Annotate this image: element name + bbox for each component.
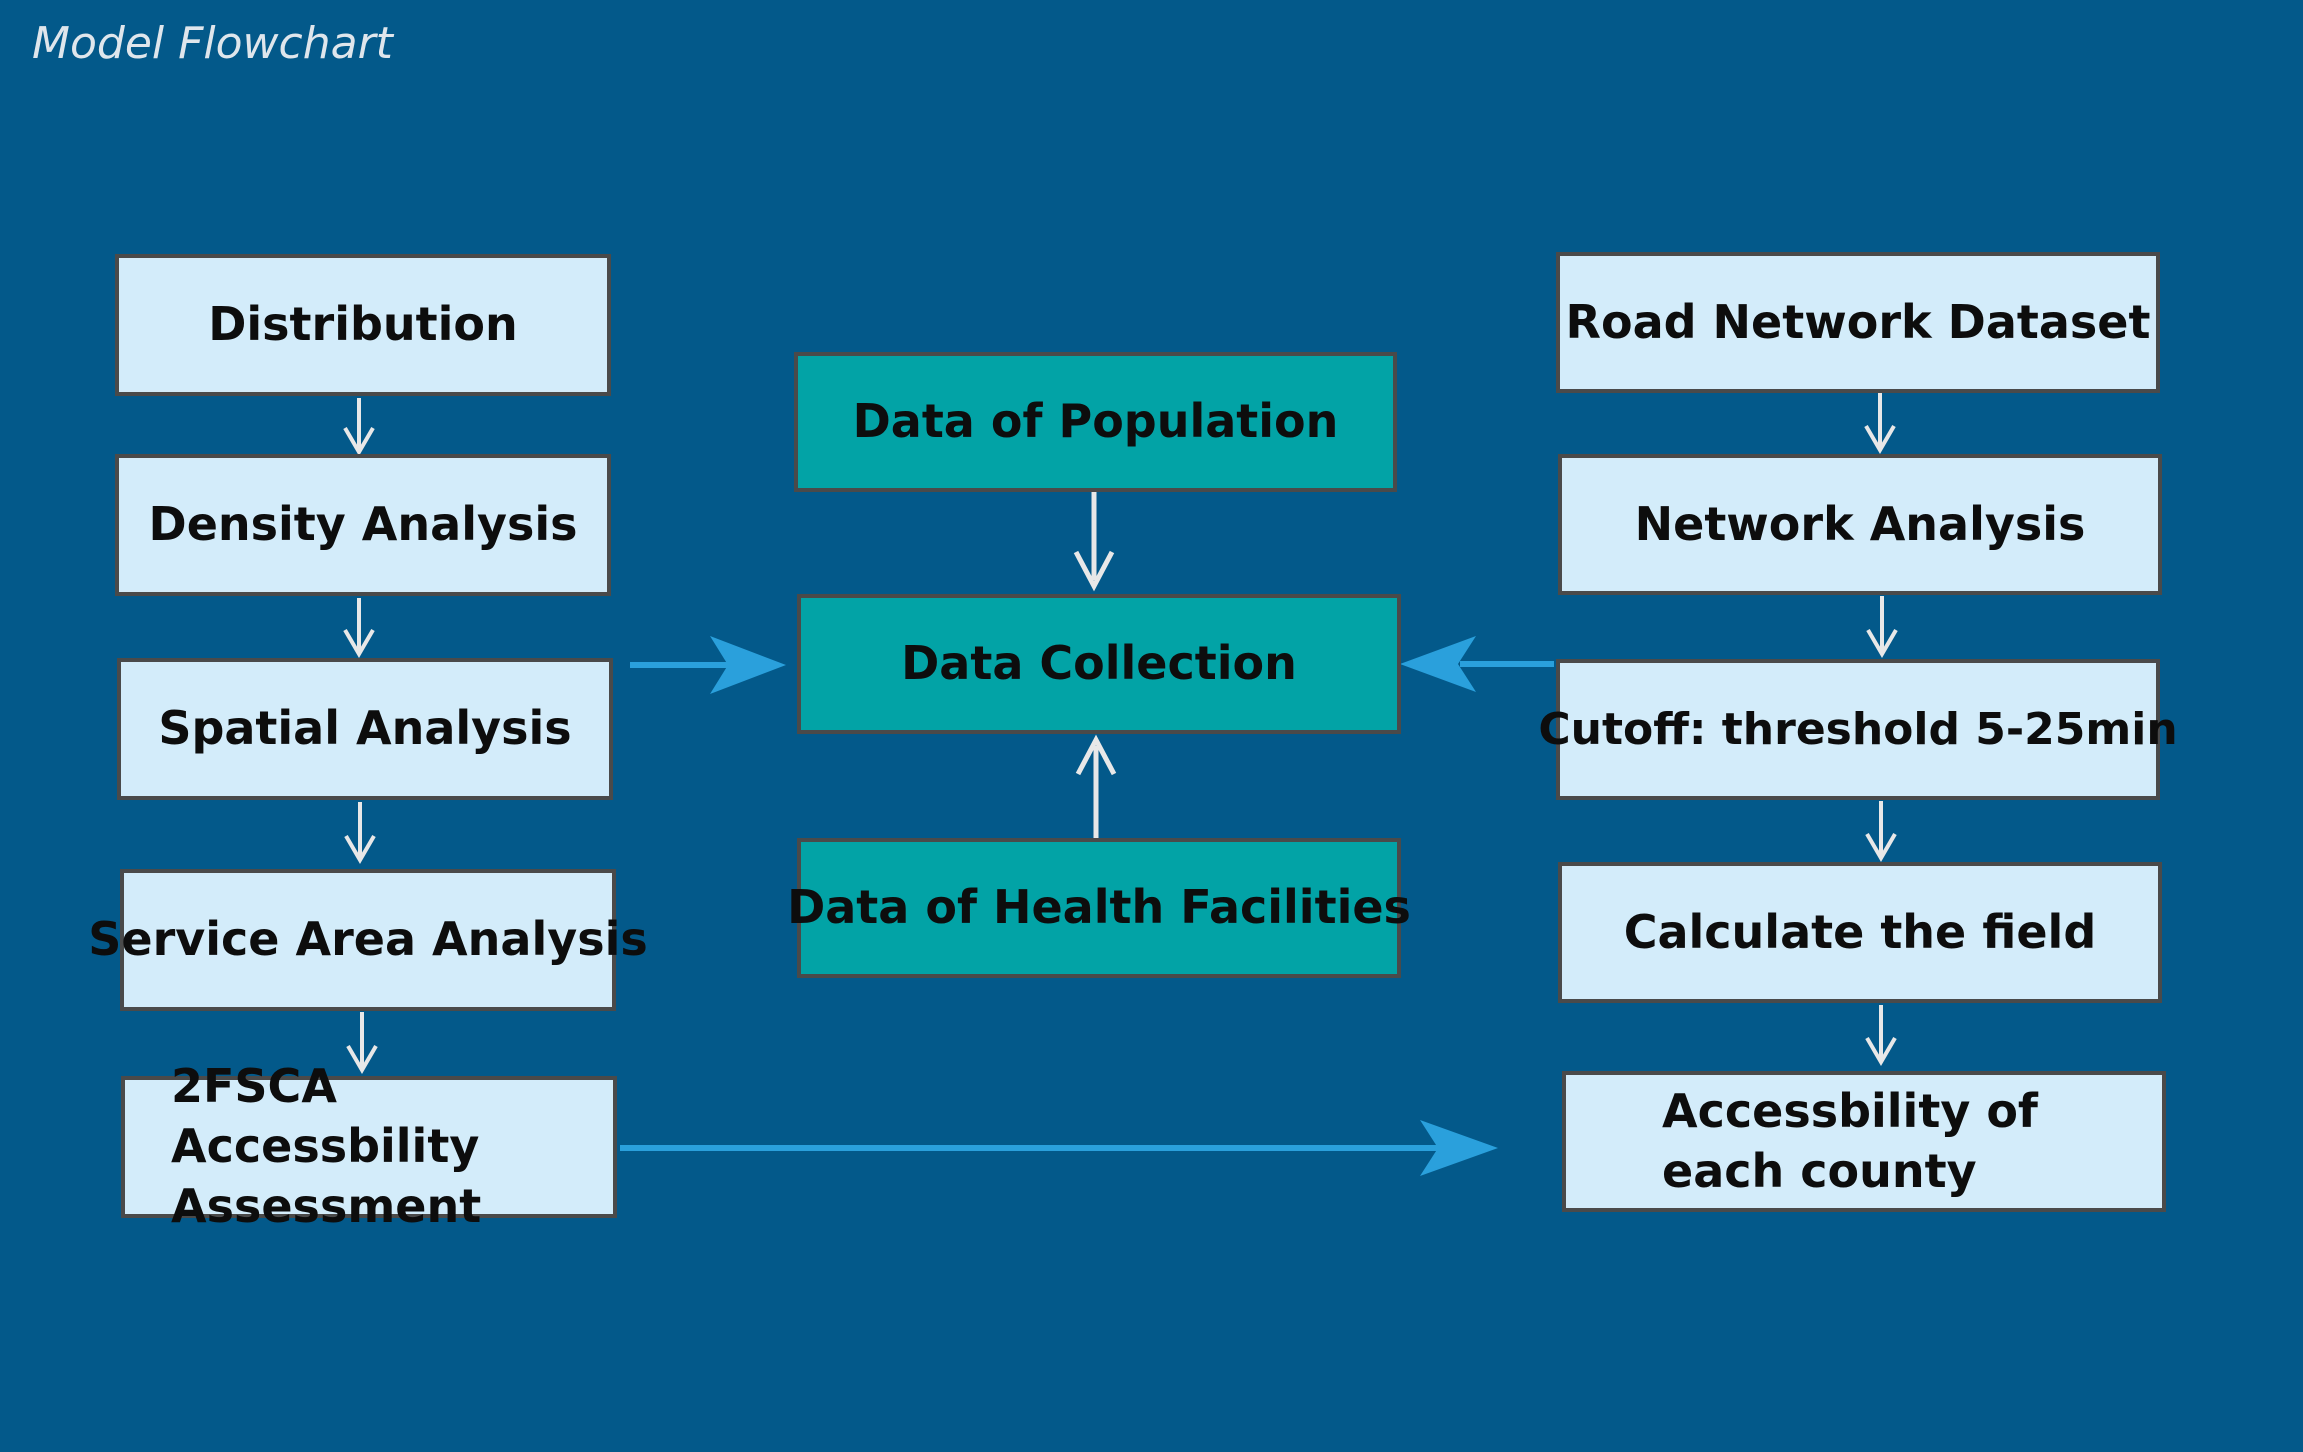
data-collection-label: Data Collection — [901, 636, 1297, 691]
page-title: Model Flowchart — [32, 18, 393, 69]
accessibility-label: Accessbility of each county — [1662, 1083, 2038, 1198]
cutoff-label: Cutoff: threshold 5-25min — [1538, 703, 2178, 755]
spatial-analysis-box: Spatial Analysis — [117, 658, 613, 800]
service-area-analysis-label: Service Area Analysis — [88, 912, 648, 967]
network-analysis-label: Network Analysis — [1634, 496, 2086, 551]
distribution-label: Distribution — [208, 297, 518, 352]
data-of-population-label: Data of Population — [852, 394, 1339, 449]
assessment-label: 2FSCA Accessbility Assessment — [171, 1059, 482, 1233]
data-of-health-facilities-box: Data of Health Facilities — [787, 838, 1411, 978]
data-of-health-facilities-label: Data of Health Facilities — [787, 880, 1411, 935]
density-analysis-label: Density Analysis — [148, 497, 578, 552]
calculate-field-label: Calculate the field — [1623, 904, 2097, 959]
spatial-analysis-label: Spatial Analysis — [158, 701, 572, 756]
cutoff-box: Cutoff: threshold 5-25min — [1538, 659, 2178, 800]
calculate-field-box: Calculate the field — [1558, 862, 2162, 1003]
service-area-analysis-box: Service Area Analysis — [88, 869, 648, 1011]
right-column-arrows — [1864, 393, 1898, 1066]
center-column-arrows — [1073, 492, 1117, 838]
accessibility-box: Accessbility of each county — [1562, 1071, 2166, 1212]
distribution-box: Distribution — [115, 254, 611, 396]
density-analysis-box: Density Analysis — [115, 454, 611, 596]
data-of-population-box: Data of Population — [794, 352, 1397, 492]
blue-arrows — [620, 636, 1554, 1176]
road-network-dataset-label: Road Network Dataset — [1565, 294, 2151, 349]
network-analysis-box: Network Analysis — [1558, 454, 2162, 595]
left-column-arrows — [343, 398, 378, 1074]
road-network-dataset-box: Road Network Dataset — [1556, 252, 2160, 393]
data-collection-box: Data Collection — [797, 594, 1401, 734]
assessment-box: 2FSCA Accessbility Assessment — [121, 1059, 617, 1233]
